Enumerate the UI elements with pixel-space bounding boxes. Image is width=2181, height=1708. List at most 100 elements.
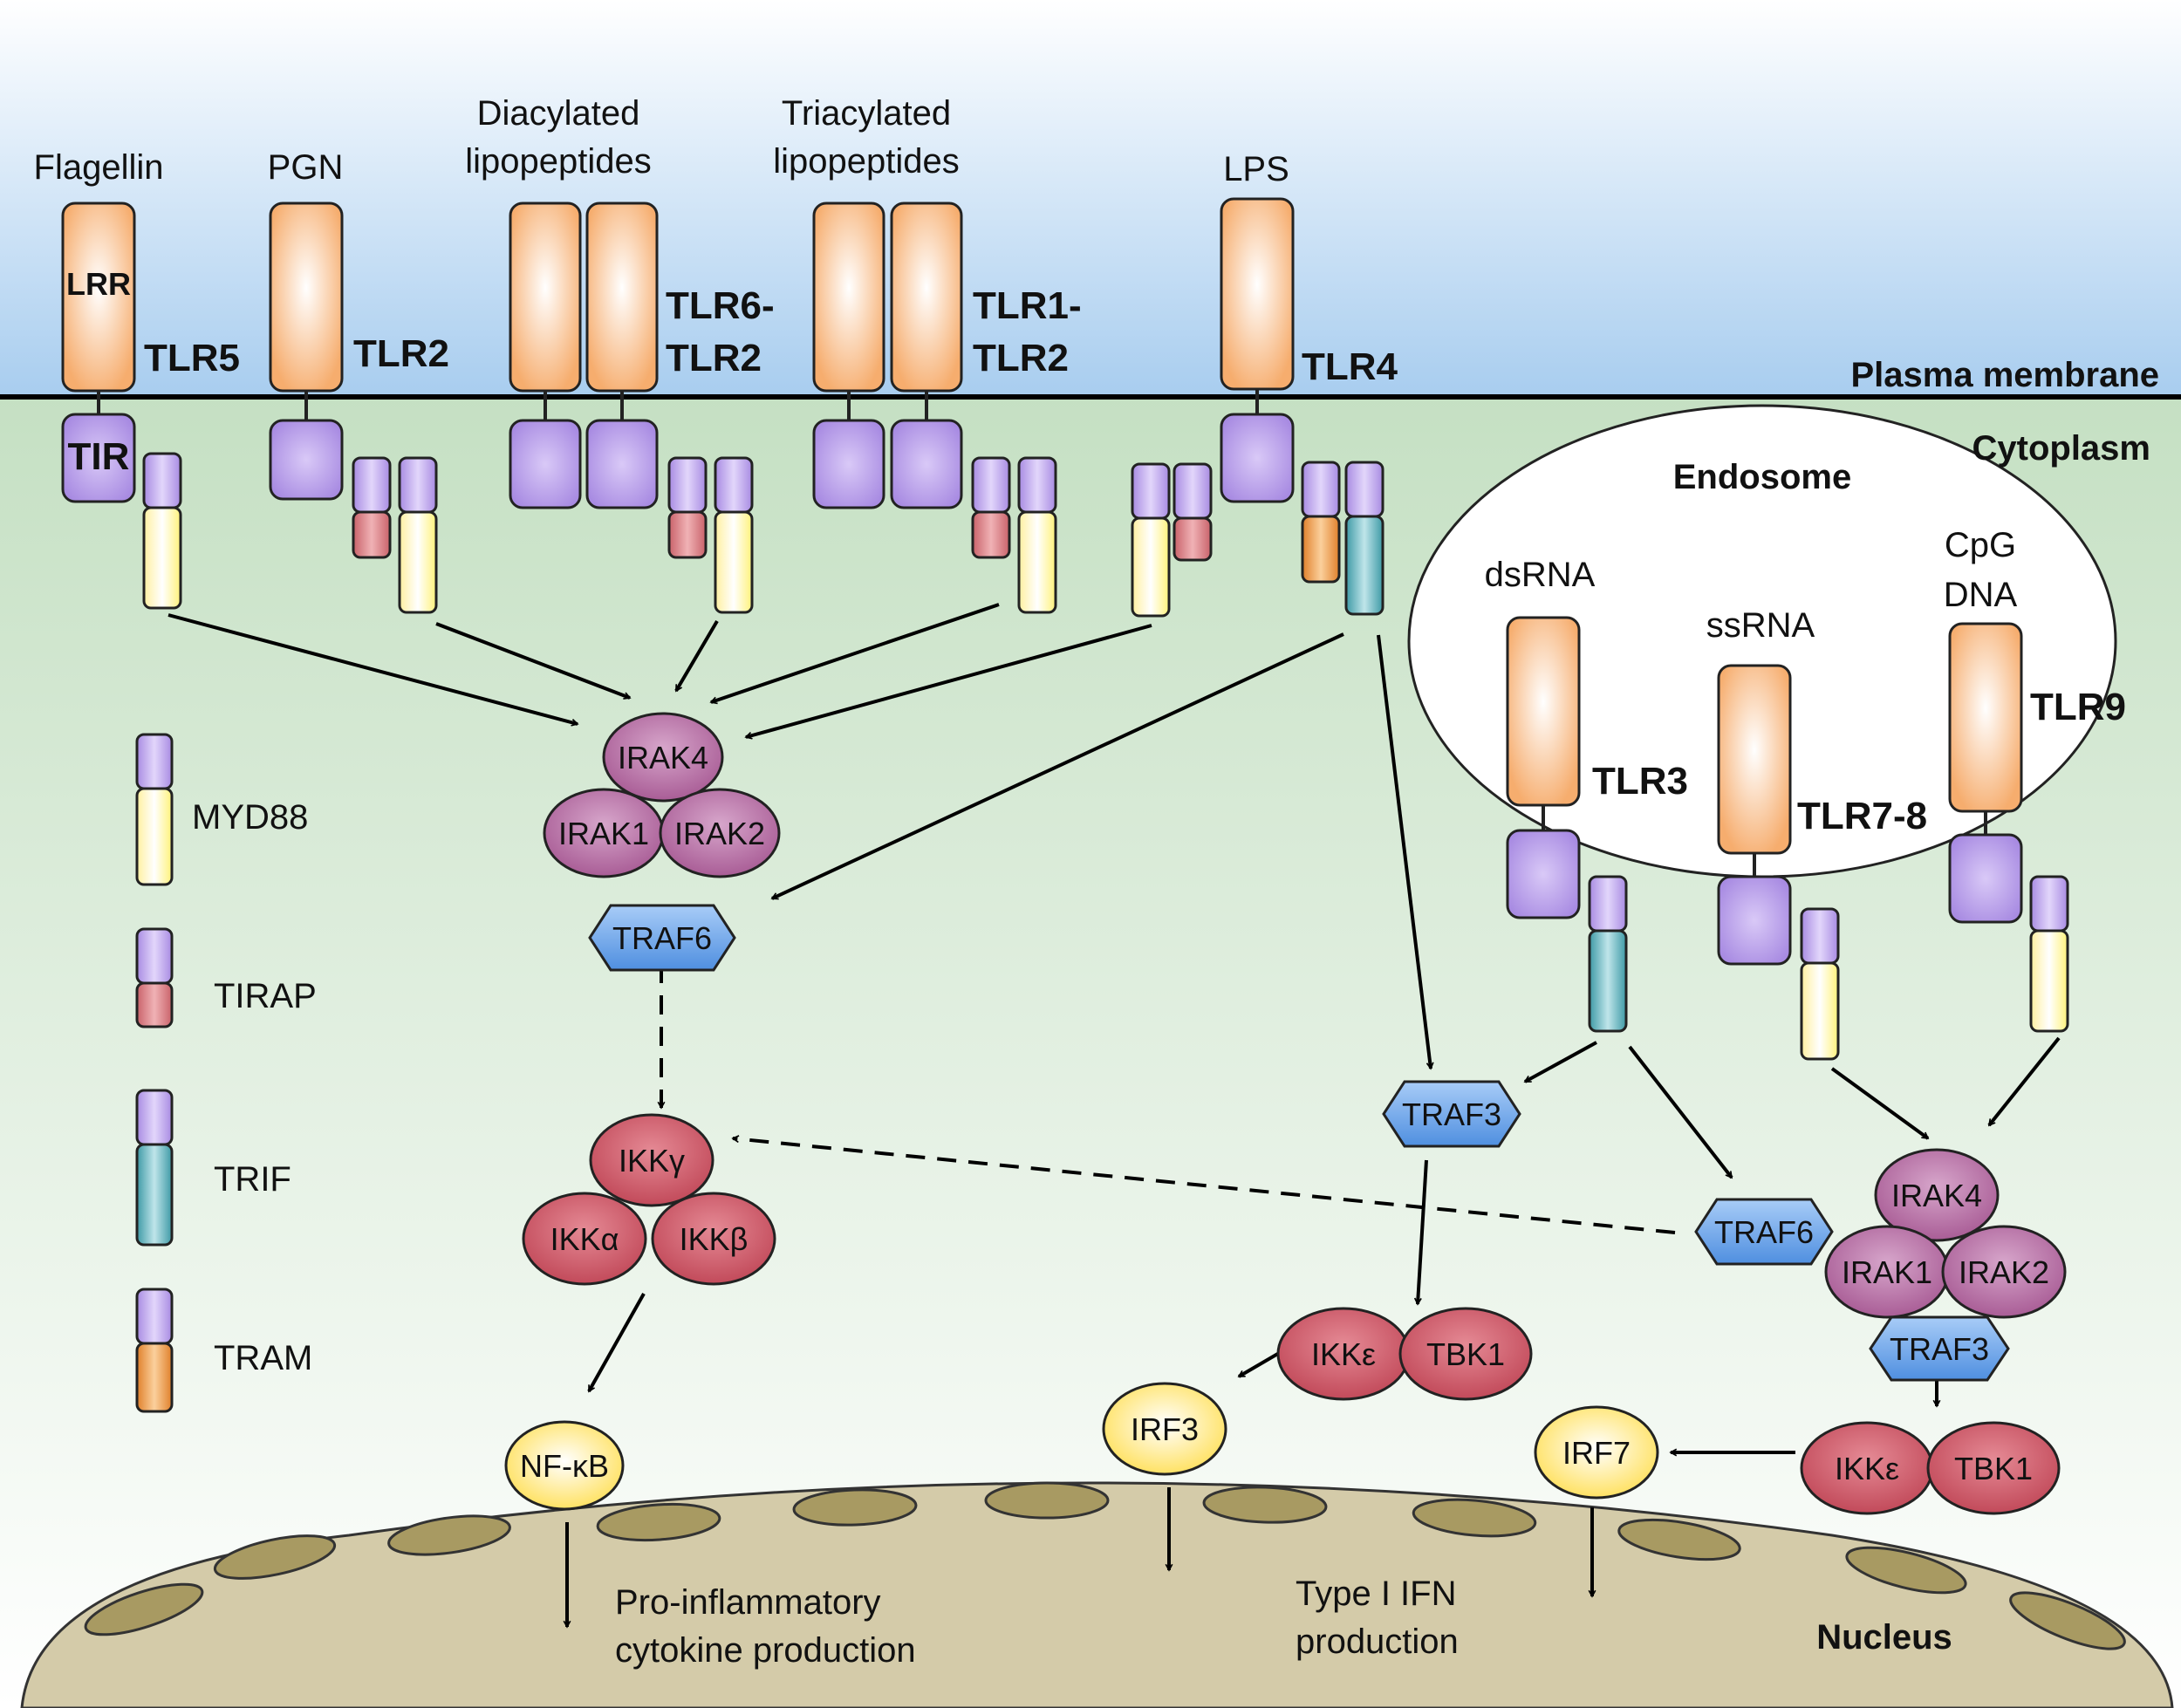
- legend-tram: [135, 1288, 174, 1413]
- irf7-node: IRF7: [1534, 1405, 1659, 1500]
- traf3-label: TRAF3: [1402, 1097, 1501, 1132]
- ligand-pgn: PGN: [268, 148, 344, 187]
- legend-tirap-label: TIRAP: [214, 977, 317, 1015]
- ligand-cpg: CpG: [1945, 526, 2016, 564]
- legend-myd88: [135, 733, 174, 886]
- traf6-label: TRAF6: [612, 920, 712, 956]
- receptor-tlr1-tlr2: TLR1- TLR2: [812, 202, 1082, 509]
- nfkb-label: NF-κB: [520, 1448, 609, 1484]
- receptor-tlr6-tlr2: TLR6- TLR2: [509, 202, 775, 509]
- ligand-cpg-dna: DNA: [1944, 576, 2018, 614]
- adaptor-trif: [1588, 875, 1628, 1033]
- irf3-label: IRF3: [1131, 1411, 1199, 1447]
- ligand-triacylated-lipopeptides: lipopeptides: [773, 142, 960, 181]
- adaptor-myd88: [142, 452, 182, 610]
- irak1-label: IRAK1: [558, 816, 649, 851]
- irak4-node: [1874, 1148, 2000, 1242]
- irf3-node: IRF3: [1102, 1382, 1227, 1476]
- adaptor-myd88: [1131, 462, 1171, 618]
- tlr4-label: TLR4: [1302, 345, 1398, 388]
- tir-domain: [61, 413, 136, 503]
- cytokine-production-label: cytokine production: [615, 1631, 916, 1670]
- tlr7-8-label: TLR7-8: [1797, 795, 1927, 837]
- tbk1-node: [1398, 1307, 1533, 1401]
- legend-trif: [135, 1089, 174, 1247]
- adaptor-trif: [1344, 461, 1384, 616]
- tbk1-node: [1926, 1421, 2061, 1515]
- ikke-tbk1-complex-middle: IKKε TBK1: [1276, 1307, 1533, 1401]
- irak2-label: IRAK2: [674, 816, 765, 851]
- tlr6-label: TLR6-: [666, 284, 775, 327]
- endosome-label: Endosome: [1673, 458, 1851, 496]
- ligand-diacylated-lipopeptides: lipopeptides: [465, 142, 652, 181]
- adaptor-tram: [1301, 461, 1341, 584]
- legend-tram-label: TRAM: [214, 1339, 312, 1377]
- adaptor-tirap: [667, 456, 708, 559]
- receptor-tlr7-8: TLR7-8: [1717, 664, 1927, 966]
- plasma-membrane-label: Plasma membrane: [1850, 356, 2159, 394]
- traf6-label: TRAF6: [1714, 1214, 1814, 1250]
- ikke-tbk1-complex-right: IKKε TBK1: [1800, 1421, 2061, 1515]
- tlr5-label: TLR5: [144, 337, 240, 379]
- traf6-node-right: TRAF6: [1694, 1198, 1834, 1266]
- irak1-label: IRAK1: [1842, 1254, 1932, 1290]
- adaptor-myd88: [714, 456, 754, 614]
- tlr1-label: TLR1-: [973, 284, 1082, 327]
- ikk-complex: IKKγ IKKα IKKβ: [522, 1113, 776, 1286]
- ligand-lps: LPS: [1223, 150, 1289, 188]
- lrr-label: LRR: [66, 266, 131, 302]
- irf7-label: IRF7: [1562, 1435, 1631, 1471]
- irak4-label: IRAK4: [1891, 1178, 1982, 1213]
- irak4-node: [602, 712, 724, 803]
- ligand-diacylated: Diacylated: [477, 94, 640, 133]
- adaptor-tirap: [971, 456, 1011, 559]
- ifn-production-label: production: [1296, 1623, 1459, 1661]
- tir-label: TIR: [68, 435, 130, 478]
- legend-tirap: [135, 927, 174, 1028]
- cytoplasm-label: Cytoplasm: [1972, 429, 2151, 468]
- tlr6-tlr2-label: TLR2: [666, 337, 762, 379]
- ikkg-node: [589, 1113, 714, 1207]
- ikkb-label: IKKβ: [680, 1221, 749, 1257]
- traf3-node-middle: TRAF3: [1382, 1080, 1521, 1148]
- tlr3-label: TLR3: [1592, 760, 1688, 803]
- tbk1-label: TBK1: [1426, 1336, 1505, 1372]
- nuclear-pores: [84, 1481, 2126, 1650]
- ligand-labels: Flagellin PGN Diacylated lipopeptides Tr…: [34, 94, 2018, 645]
- irak4-label: IRAK4: [618, 740, 708, 775]
- irak2-label: IRAK2: [1959, 1254, 2049, 1290]
- extracellular-space: [0, 0, 2181, 397]
- traf3-node: [1869, 1315, 2010, 1382]
- type-i-ifn-label: Type I IFN: [1296, 1575, 1457, 1613]
- legend: [135, 733, 174, 1413]
- receptor-tlr3: TLR3: [1506, 616, 1688, 919]
- adaptor-myd88: [398, 456, 438, 614]
- irak2-node: [659, 788, 781, 878]
- tlr2-label: TLR2: [353, 332, 449, 375]
- irak-complex-right: IRAK4 IRAK1 IRAK2 TRAF3: [1824, 1148, 2067, 1382]
- ikka-node: [522, 1192, 647, 1286]
- ligand-flagellin: Flagellin: [34, 148, 164, 187]
- legend-myd88-label: MYD88: [192, 798, 308, 837]
- adaptor-tirap: [352, 456, 392, 559]
- nucleus-label: Nucleus: [1816, 1618, 1952, 1657]
- traf6-node: [588, 904, 736, 972]
- traf3-label: TRAF3: [1890, 1331, 1989, 1367]
- ligand-triacylated: Triacylated: [782, 94, 951, 133]
- arrows: [168, 603, 2061, 1627]
- adaptor-myd88: [2029, 875, 2069, 1033]
- receptor-tlr5: LRR TIR TLR5: [61, 202, 240, 503]
- adaptor-tirap: [1173, 462, 1213, 562]
- ikkb-node: [651, 1192, 776, 1286]
- adaptor-myd88: [1800, 907, 1840, 1061]
- irak2-node: [1941, 1225, 2067, 1319]
- legend-trif-label: TRIF: [214, 1160, 291, 1199]
- proinflammatory-label: Pro-inflammatory: [615, 1583, 881, 1622]
- ikke-label: IKKε: [1835, 1451, 1899, 1486]
- tlr1-tlr2-label: TLR2: [973, 337, 1069, 379]
- ikka-label: IKKα: [550, 1221, 619, 1257]
- tbk1-label: TBK1: [1954, 1451, 2033, 1486]
- adaptors: [142, 452, 2069, 1061]
- ikkg-label: IKKγ: [619, 1143, 685, 1179]
